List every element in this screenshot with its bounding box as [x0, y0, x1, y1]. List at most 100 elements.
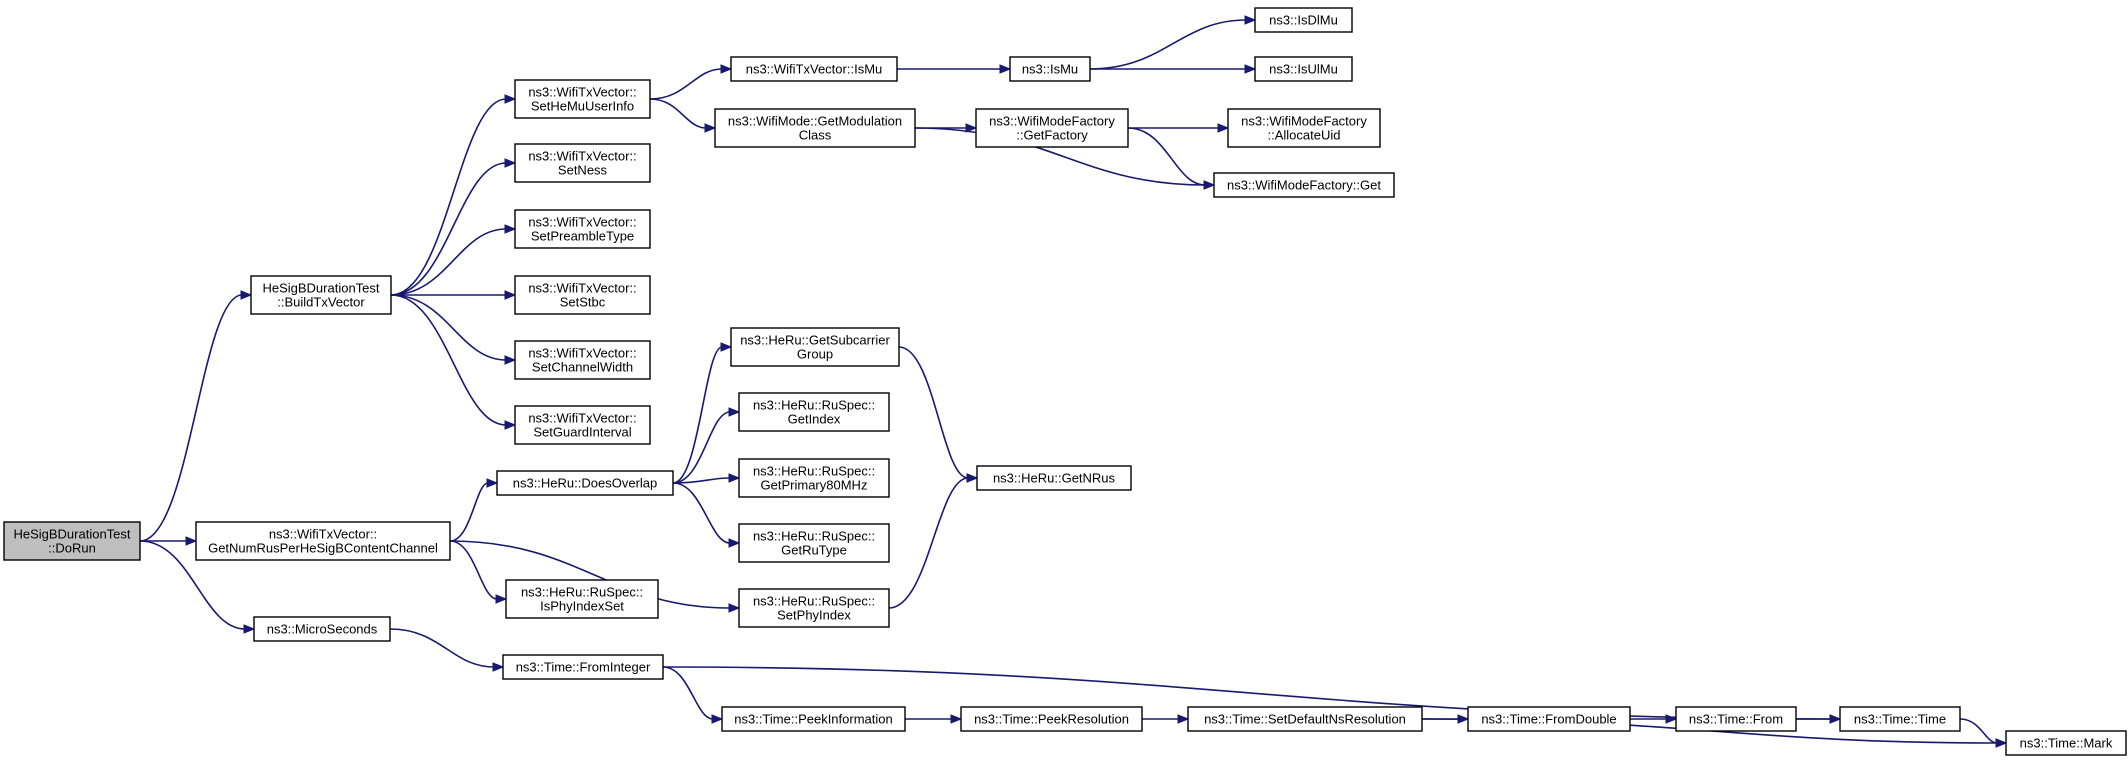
node-label: ns3::WifiTxVector::: [269, 526, 377, 541]
edge-buildtx-to-sethemu: [390, 94, 517, 296]
edge-line: [449, 540, 498, 600]
arrowhead-icon: [950, 714, 963, 724]
node-label: ns3::IsDlMu: [1269, 12, 1338, 27]
node-label: ns3::WifiTxVector::: [528, 214, 636, 229]
node-getfactory[interactable]: ns3::WifiModeFactory::GetFactory: [975, 108, 1129, 148]
edge-setphyidx-to-getnrus: [888, 473, 979, 609]
node-box: [195, 521, 451, 561]
node-time[interactable]: ns3::Time::Time: [1839, 706, 1961, 732]
arrowhead-icon: [720, 342, 733, 352]
node-getprimary[interactable]: ns3::HeRu::RuSpec::GetPrimary80MHz: [738, 458, 890, 498]
edge-line: [390, 98, 507, 296]
node-peekres[interactable]: ns3::Time::PeekResolution: [960, 706, 1143, 732]
node-setchan[interactable]: ns3::WifiTxVector::SetChannelWidth: [514, 340, 651, 380]
arrowhead-icon: [1244, 64, 1257, 74]
node-buildtx[interactable]: HeSigBDurationTest::BuildTxVector: [250, 275, 392, 315]
node-setstbc[interactable]: ns3::WifiTxVector::SetStbc: [514, 275, 651, 315]
node-label: ns3::WifiModeFactory::Get: [1227, 177, 1381, 192]
node-box: [976, 465, 1132, 491]
edge-fromint-to-peekinfo: [662, 666, 724, 724]
node-box: [1187, 706, 1423, 732]
node-label: ns3::WifiTxVector::: [528, 84, 636, 99]
edge-ismu-to-isulmu: [1090, 64, 1257, 74]
node-mark[interactable]: ns3::Time::Mark: [2005, 730, 2127, 756]
node-label: ns3::WifiModeFactory: [1241, 113, 1367, 128]
node-label: ns3::WifiTxVector::: [528, 345, 636, 360]
node-label: Class: [799, 127, 832, 142]
edge-doesoverlap-to-getprimary: [672, 473, 741, 484]
node-setguard[interactable]: ns3::WifiTxVector::SetGuardInterval: [514, 405, 651, 445]
edge-line: [649, 68, 723, 100]
node-box: [1227, 108, 1381, 148]
node-label: ns3::HeRu::RuSpec::: [521, 584, 643, 599]
edge-buildtx-to-setpreamble: [390, 224, 517, 296]
node-box: [738, 523, 890, 563]
arrowhead-icon: [504, 224, 517, 234]
node-micro[interactable]: ns3::MicroSeconds: [253, 616, 391, 642]
node-box: [514, 405, 651, 445]
node-peekinfo[interactable]: ns3::Time::PeekInformation: [721, 706, 906, 732]
edge-sethemu-to-getmodclass: [649, 98, 717, 133]
node-label: ns3::MicroSeconds: [267, 621, 378, 636]
arrowhead-icon: [504, 420, 517, 430]
node-sethemu[interactable]: ns3::WifiTxVector::SetHeMuUserInfo: [514, 79, 651, 119]
node-setness[interactable]: ns3::WifiTxVector::SetNess: [514, 143, 651, 183]
arrowhead-icon: [965, 123, 978, 133]
node-box: [502, 654, 664, 680]
edge-line: [649, 98, 707, 129]
node-isulmu[interactable]: ns3::IsUlMu: [1254, 56, 1353, 82]
node-getindex[interactable]: ns3::HeRu::RuSpec::GetIndex: [738, 392, 890, 432]
arrowhead-icon: [504, 355, 517, 365]
edge-line: [1089, 19, 1247, 70]
node-getnrus[interactable]: ns3::HeRu::GetNRus: [976, 465, 1132, 491]
node-label: HeSigBDurationTest: [13, 526, 130, 541]
node-box: [738, 392, 890, 432]
edge-buildtx-to-setchan: [390, 294, 517, 365]
node-label: ns3::WifiTxVector::IsMu: [746, 61, 883, 76]
arrowhead-icon: [728, 603, 741, 613]
node-dorun[interactable]: HeSigBDurationTest::DoRun: [3, 521, 141, 561]
node-isphyset[interactable]: ns3::HeRu::RuSpec::IsPhyIndexSet: [505, 579, 659, 619]
arrowhead-icon: [504, 158, 517, 168]
node-fromint[interactable]: ns3::Time::FromInteger: [502, 654, 664, 680]
node-setphyidx[interactable]: ns3::HeRu::RuSpec::SetPhyIndex: [738, 588, 890, 628]
node-label: SetPhyIndex: [777, 607, 851, 622]
node-box: [1467, 706, 1631, 732]
node-label: ::DoRun: [48, 540, 96, 555]
node-label: ::BuildTxVector: [277, 294, 365, 309]
node-box: [1839, 706, 1961, 732]
arrowhead-icon: [728, 473, 741, 483]
node-factoryget[interactable]: ns3::WifiModeFactory::Get: [1213, 172, 1395, 198]
node-label: ns3::WifiModeFactory: [989, 113, 1115, 128]
node-label: ns3::HeRu::RuSpec::: [753, 528, 875, 543]
node-setpreamble[interactable]: ns3::WifiTxVector::SetPreambleType: [514, 209, 651, 249]
edge-buildtx-to-setstbc: [391, 290, 517, 300]
node-doesoverlap[interactable]: ns3::HeRu::DoesOverlap: [496, 470, 674, 496]
node-isdlmu[interactable]: ns3::IsDlMu: [1254, 7, 1353, 33]
node-allocuid[interactable]: ns3::WifiModeFactory::AllocateUid: [1227, 108, 1381, 148]
node-ismu[interactable]: ns3::IsMu: [1009, 56, 1091, 82]
node-from[interactable]: ns3::Time::From: [1675, 706, 1797, 732]
node-box: [738, 588, 890, 628]
edge-line: [390, 294, 507, 361]
node-box: [1254, 56, 1353, 82]
node-label: SetGuardInterval: [533, 424, 631, 439]
node-txismu[interactable]: ns3::WifiTxVector::IsMu: [730, 56, 898, 82]
arrowhead-icon: [1217, 123, 1230, 133]
node-label: ns3::Time::FromInteger: [516, 659, 651, 674]
arrowhead-icon: [1995, 738, 2008, 748]
edge-getnumrus-to-setphyidx: [449, 540, 741, 613]
node-fromdouble[interactable]: ns3::Time::FromDouble: [1467, 706, 1631, 732]
node-box: [514, 79, 651, 119]
edge-line: [914, 127, 1206, 186]
node-box: [730, 327, 900, 367]
edge-dorun-to-buildtx: [139, 290, 253, 542]
node-box: [714, 108, 916, 148]
node-setdefres[interactable]: ns3::Time::SetDefaultNsResolution: [1187, 706, 1423, 732]
node-getnumrus[interactable]: ns3::WifiTxVector::GetNumRusPerHeSigBCon…: [195, 521, 451, 561]
node-getrutype[interactable]: ns3::HeRu::RuSpec::GetRuType: [738, 523, 890, 563]
edge-line: [449, 482, 489, 542]
edge-line: [390, 228, 507, 296]
